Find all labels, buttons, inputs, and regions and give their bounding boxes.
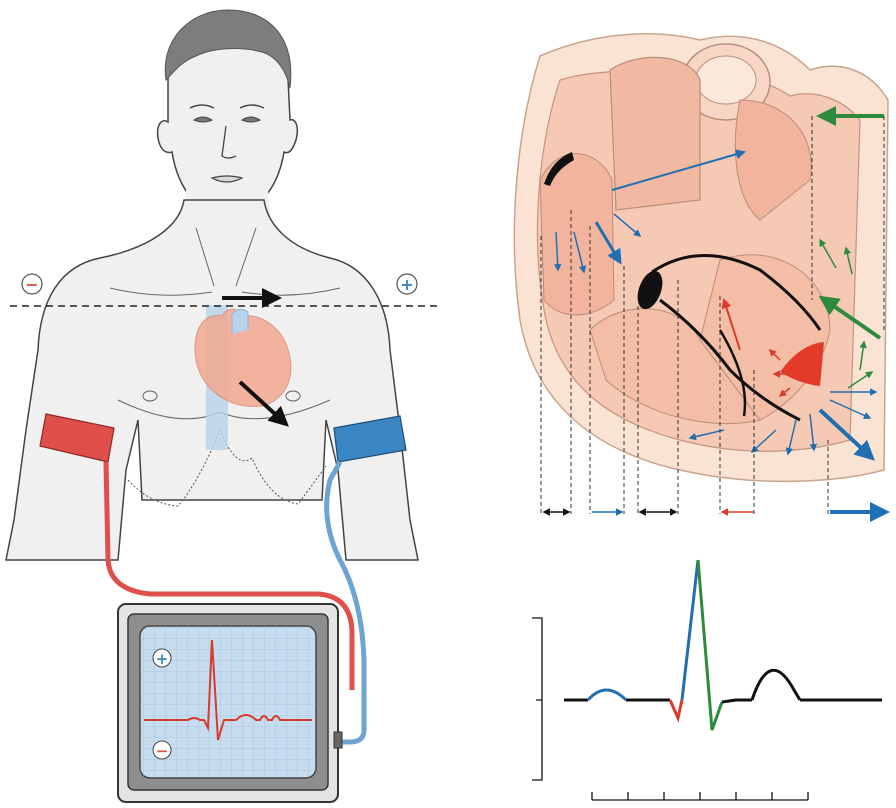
monitor-connector xyxy=(334,732,342,748)
torso-figure: − + xyxy=(6,10,438,560)
p-wave xyxy=(588,690,626,700)
q-wave xyxy=(670,700,682,718)
monitor-negative-symbol: − xyxy=(156,742,169,760)
lead-negative-symbol: − xyxy=(25,275,38,294)
monitor-positive-symbol: + xyxy=(156,650,169,668)
r-downstroke xyxy=(698,560,722,730)
heart-section xyxy=(514,34,888,482)
aorta-lumen xyxy=(696,56,756,104)
aortic-arch xyxy=(232,309,248,334)
r-upstroke xyxy=(682,560,698,700)
lead-positive-symbol: + xyxy=(400,275,413,294)
y-axis-bracket xyxy=(532,618,542,780)
t-wave xyxy=(752,670,800,700)
ecg-waveform xyxy=(532,560,882,800)
time-scale xyxy=(592,792,808,800)
st-segment xyxy=(722,700,752,702)
ecg-monitor: + − xyxy=(118,604,342,802)
